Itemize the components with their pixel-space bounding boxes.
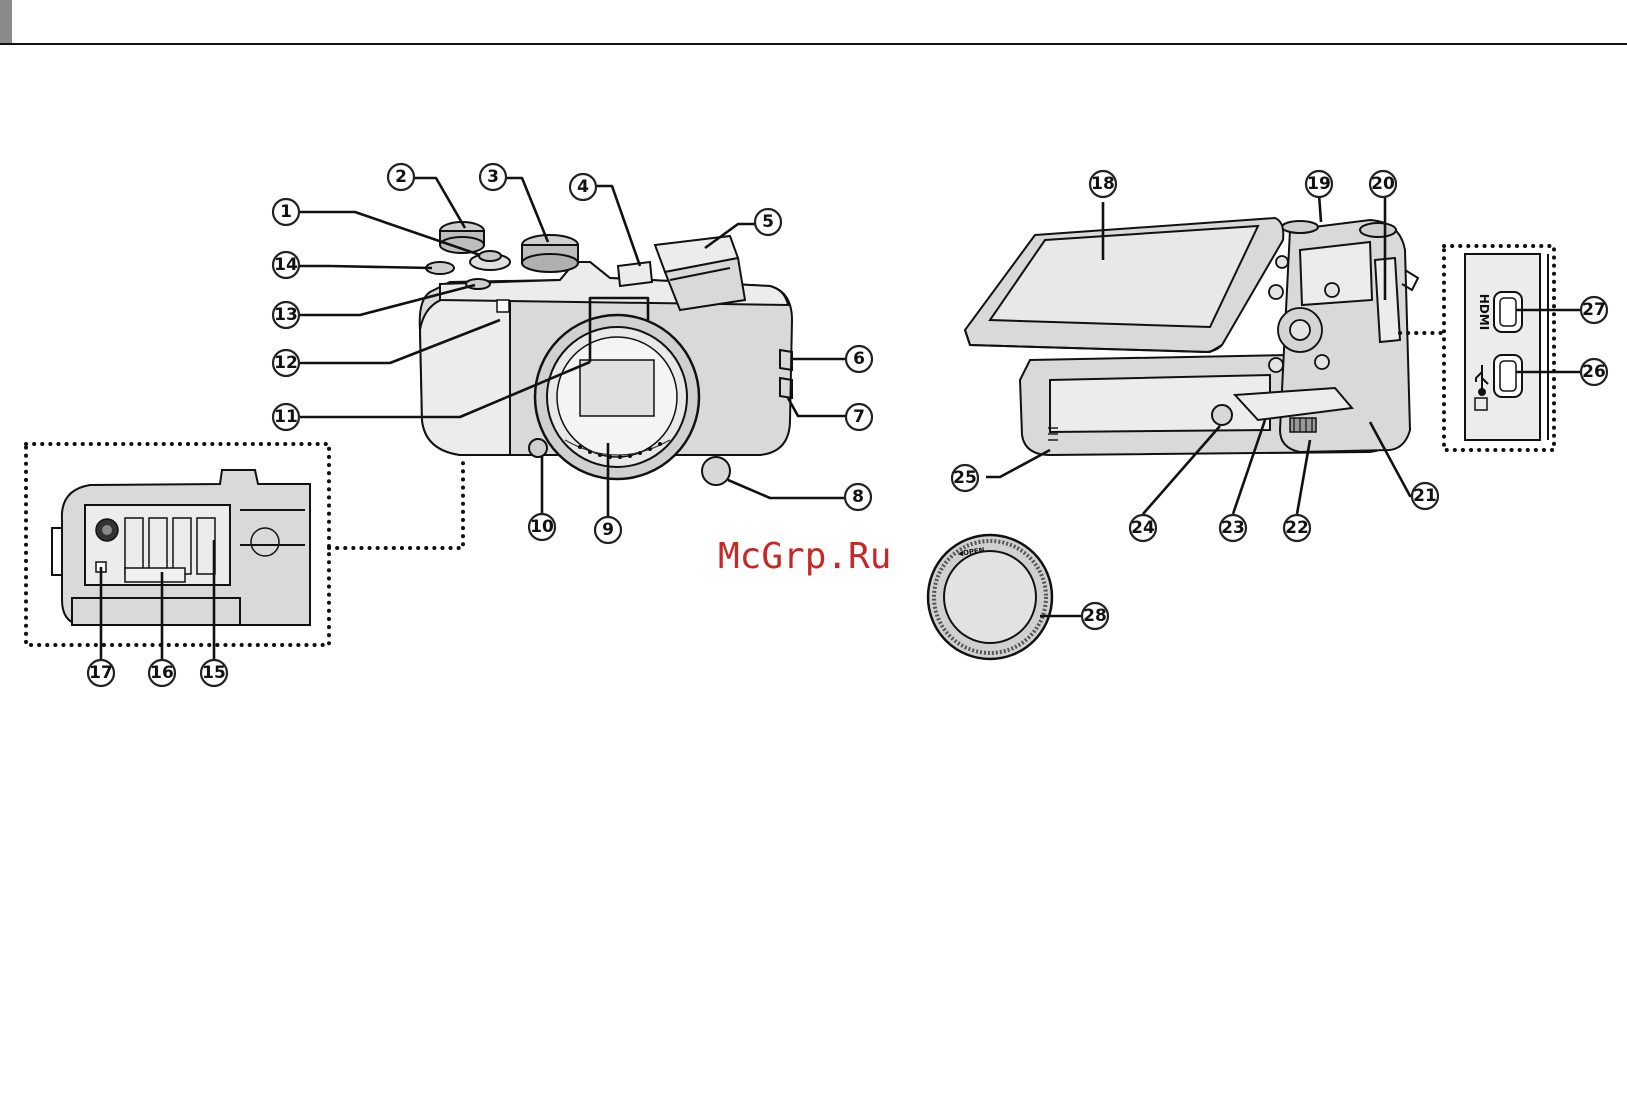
svg-text:27: 27 (1582, 300, 1606, 320)
callout-24: 24 (1130, 515, 1156, 541)
callout-3: 3 (480, 164, 506, 190)
mode-dial-icon (522, 235, 578, 272)
callout-9: 9 (595, 517, 621, 543)
svg-text:28: 28 (1083, 606, 1107, 626)
callout-14: 14 (273, 252, 299, 278)
callout-13: 13 (273, 302, 299, 328)
callout-22: 22 (1284, 515, 1310, 541)
lens-mount-icon (535, 315, 699, 479)
function-button-icon (702, 457, 730, 485)
svg-text:2: 2 (395, 167, 407, 187)
svg-text:14: 14 (274, 255, 298, 275)
svg-text:13: 13 (274, 305, 298, 325)
svg-text:9: 9 (602, 520, 614, 540)
callout-27: 27 (1581, 297, 1607, 323)
svg-text:23: 23 (1221, 518, 1245, 538)
svg-text:21: 21 (1413, 486, 1437, 506)
callout-11: 11 (273, 404, 299, 430)
callout-5: 5 (755, 209, 781, 235)
callout-17: 17 (88, 660, 114, 686)
svg-text:16: 16 (150, 663, 174, 683)
svg-text:7: 7 (853, 407, 865, 427)
callout-16: 16 (149, 660, 175, 686)
callout-28: 28 (1082, 603, 1108, 629)
lens-release-button-icon (529, 439, 547, 457)
svg-text:11: 11 (274, 407, 298, 427)
svg-text:20: 20 (1371, 174, 1395, 194)
callout-12: 12 (273, 350, 299, 376)
callout-18: 18 (1090, 171, 1116, 197)
svg-text:10: 10 (530, 517, 554, 537)
callout-23: 23 (1220, 515, 1246, 541)
callout-2: 2 (388, 164, 414, 190)
svg-text:18: 18 (1091, 174, 1115, 194)
callout-15: 15 (201, 660, 227, 686)
svg-text:17: 17 (89, 663, 113, 683)
callout-20: 20 (1370, 171, 1396, 197)
callout-4: 4 (570, 174, 596, 200)
af-assist-lamp-icon (497, 300, 509, 312)
svg-text:26: 26 (1582, 362, 1606, 382)
body-cap-icon: ◀OPEN (928, 535, 1052, 659)
lcd-monitor-icon (965, 218, 1283, 352)
callout-19: 19 (1306, 171, 1332, 197)
callout-26: 26 (1581, 359, 1607, 385)
svg-text:19: 19 (1307, 174, 1331, 194)
watermark-text: McGrp.Ru (718, 536, 891, 577)
callout-7: 7 (846, 404, 872, 430)
svg-text:8: 8 (852, 487, 864, 507)
svg-text:24: 24 (1131, 518, 1155, 538)
svg-text:15: 15 (202, 663, 226, 683)
callout-8: 8 (845, 484, 871, 510)
svg-text:6: 6 (853, 349, 865, 369)
svg-text:3: 3 (487, 167, 499, 187)
svg-text:25: 25 (953, 468, 977, 488)
battery-compartment-inset (26, 444, 463, 645)
tripod-mount-icon (1212, 405, 1232, 425)
callout-21: 21 (1412, 483, 1438, 509)
callout-25: 25 (952, 465, 978, 491)
callout-6: 6 (846, 346, 872, 372)
camera-rear-view (965, 218, 1418, 455)
camera-front-view (420, 222, 792, 485)
svg-text:5: 5 (762, 212, 774, 232)
svg-text:4: 4 (577, 177, 589, 197)
ports-inset: HDMI (1400, 246, 1554, 450)
callout-1: 1 (273, 199, 299, 225)
svg-text:22: 22 (1285, 518, 1309, 538)
svg-text:1: 1 (280, 202, 292, 222)
page-header-bar (0, 0, 1627, 44)
svg-text:12: 12 (274, 353, 298, 373)
callout-10: 10 (529, 514, 555, 540)
hdmi-port-label: HDMI (1477, 294, 1491, 330)
